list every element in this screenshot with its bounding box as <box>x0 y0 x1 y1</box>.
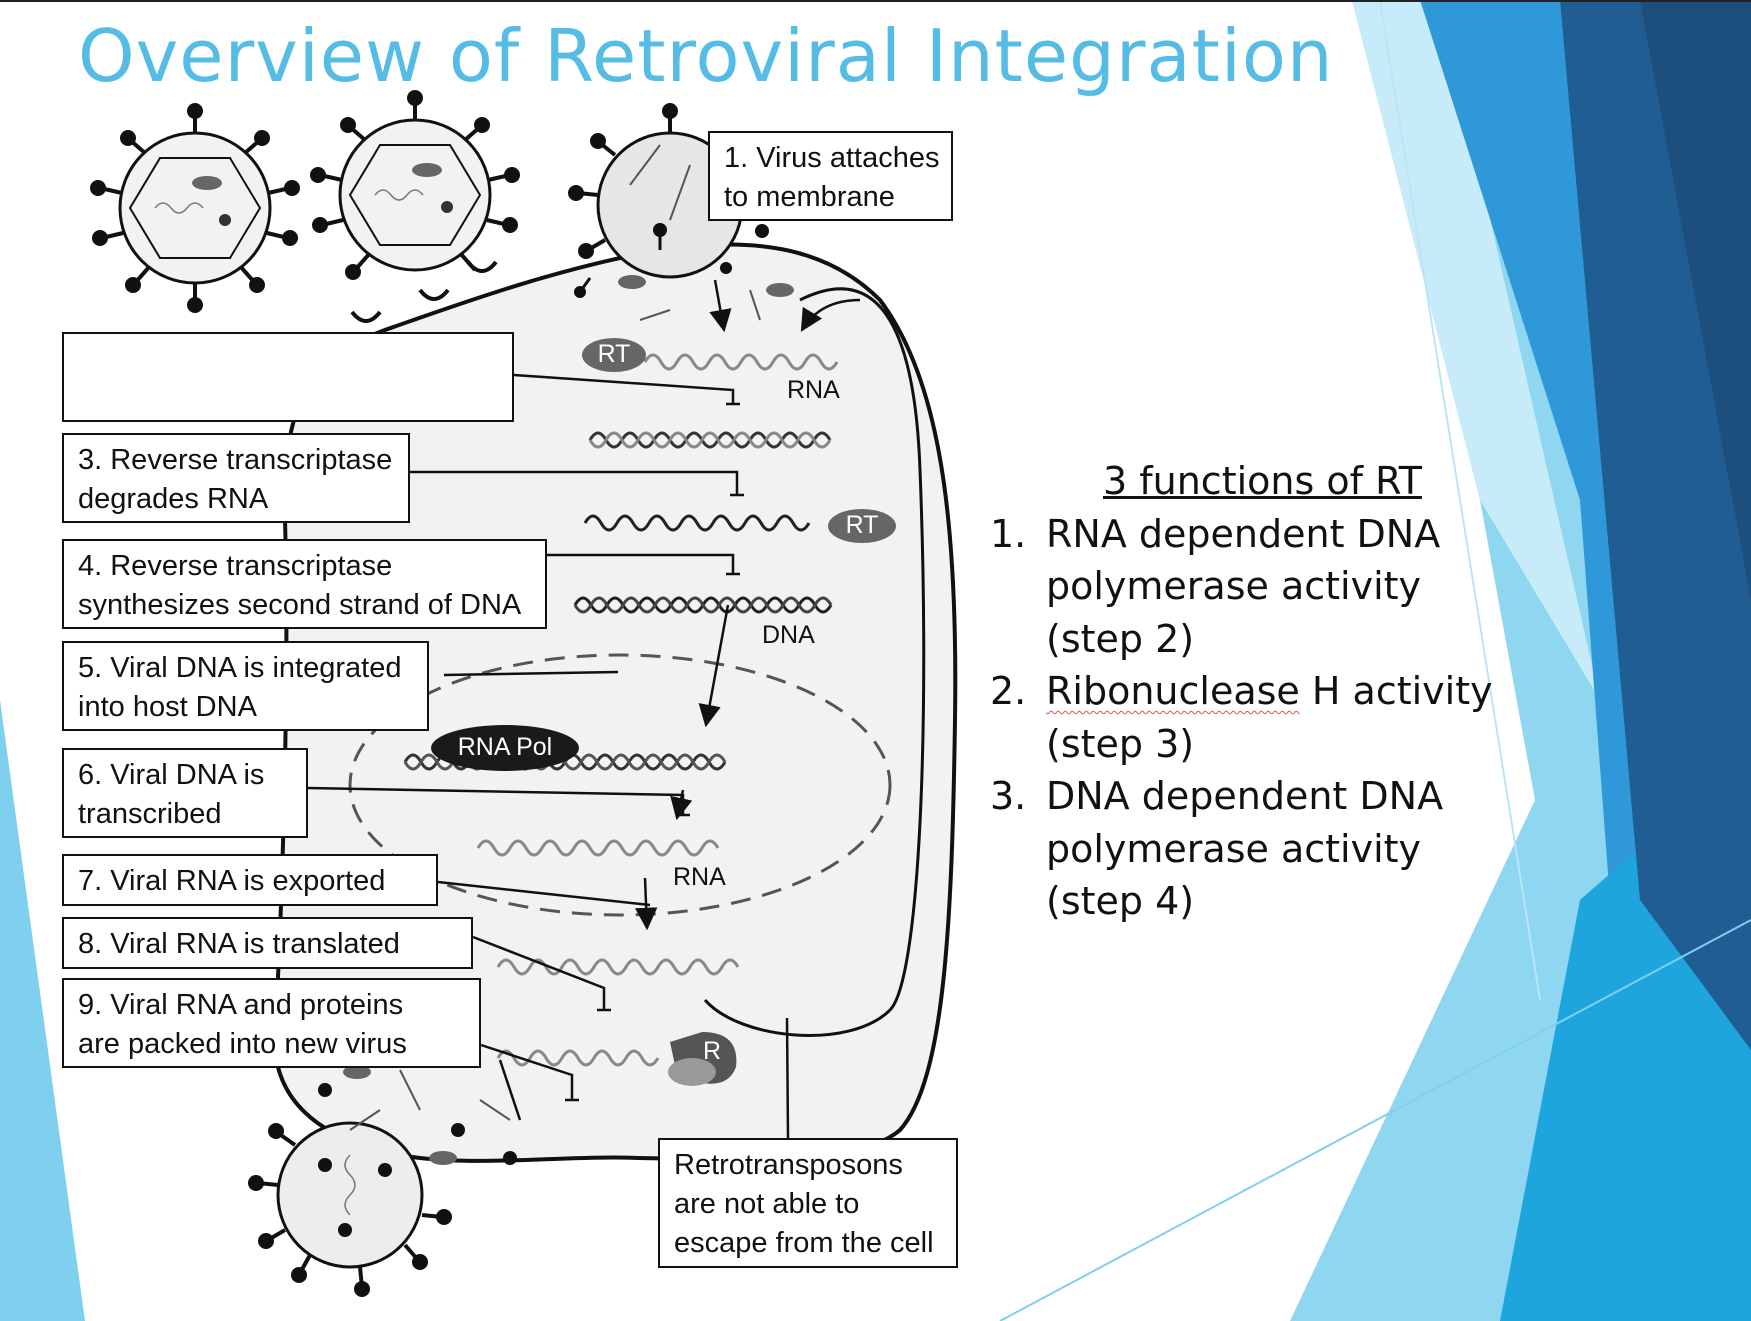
thin-line-2 <box>1379 0 1541 1001</box>
step-5-line-2: into host DNA <box>78 691 257 723</box>
rt-function-line: (step 3) <box>1046 721 1195 766</box>
step-7-line-1: 7. Viral RNA is exported <box>78 865 386 897</box>
step-2-box-blank <box>62 332 514 422</box>
rt-function-line-ribonuclease: Ribonuclease H activity <box>1046 665 1493 718</box>
rt-function-number: 1. <box>990 511 1027 556</box>
rt-protein-top <box>582 338 646 372</box>
step-3-line-1: 3. Reverse transcriptase <box>78 444 393 476</box>
rt-function-item: 1. RNA dependent DNA polymerase activity… <box>990 508 1530 666</box>
retro-note-line-1: Retrotransposons <box>674 1149 903 1181</box>
thin-line <box>999 919 1751 1321</box>
rt-function-text: RNA dependent DNA polymerase activity (s… <box>1046 508 1440 666</box>
budding-virus <box>248 1121 452 1297</box>
rt-function-number: 3. <box>990 774 1027 818</box>
receptors <box>350 260 498 323</box>
rt-function-number: 2. <box>990 669 1027 713</box>
rt-functions-panel: 3 functions of RT 1. RNA dependent DNA p… <box>990 455 1530 928</box>
top-border <box>0 0 1751 2</box>
rt-protein-mid <box>828 509 896 543</box>
cell-proteins <box>574 262 794 321</box>
step-5-line-1: 5. Viral DNA is integrated <box>78 652 402 684</box>
rt-function-text: Ribonuclease H activity (step 3) <box>1046 665 1493 770</box>
retrotransposon-note-box: Retrotransposons are not able to escape … <box>658 1138 958 1268</box>
step-6-line-1: 6. Viral DNA is <box>78 759 265 791</box>
packing-proteins <box>318 1065 517 1165</box>
step-4-box: 4. Reverse transcriptase synthesizes sec… <box>62 539 547 629</box>
nucleus <box>348 653 892 917</box>
retro-note-line-3: escape from the cell <box>674 1227 934 1259</box>
retro-note-line-2: are not able to <box>674 1188 860 1220</box>
ribosome-label: R <box>702 1037 722 1065</box>
step-9-box: 9. Viral RNA and proteins are packed int… <box>62 978 481 1068</box>
step-1-line-2: to membrane <box>724 181 895 213</box>
virus-1 <box>90 103 300 313</box>
ssdna-strand <box>583 514 811 532</box>
rt-functions-heading: 3 functions of RT <box>1103 459 1422 503</box>
step-4-line-2: synthesizes second strand of DNA <box>78 589 522 621</box>
step-6-box: 6. Viral DNA is transcribed <box>62 748 308 838</box>
dna-label: DNA <box>762 621 815 649</box>
mrna-strand <box>476 839 720 857</box>
arrows <box>634 279 861 931</box>
cytoplasm-rna-strand <box>496 958 740 976</box>
rt-function-line: DNA dependent DNA <box>1046 774 1444 818</box>
rna-pol-label: RNA Pol <box>457 733 553 761</box>
rt-function-line: (step 2) <box>1046 616 1195 661</box>
inner-membrane-line <box>703 287 926 1037</box>
step-8-box: 8. Viral RNA is translated <box>62 917 473 969</box>
spellcheck-underlined-word: Ribonuclease <box>1046 669 1300 713</box>
step-1-box: 1. Virus attaches to membrane <box>708 131 953 221</box>
step-9-line-1: 9. Viral RNA and proteins <box>78 989 404 1021</box>
virus-3-attaching <box>568 103 769 279</box>
rt-function-line: polymerase activity <box>1046 564 1422 608</box>
rt-function-line: (step 4) <box>1046 879 1195 923</box>
rt-function-item: 2. Ribonuclease H activity (step 3) <box>990 665 1530 770</box>
step-9-line-2: are packed into new virus <box>78 1028 407 1060</box>
rna-label-top: RNA <box>787 376 840 404</box>
rt-function-line: polymerase activity <box>1046 826 1422 871</box>
right-navy-band <box>1640 0 1751 600</box>
virus-2 <box>310 90 520 280</box>
rt-function-line-rest: H activity <box>1299 669 1493 713</box>
hybrid-strand <box>588 431 832 449</box>
rt-function-text: DNA dependent DNA polymerase activity (s… <box>1046 770 1443 928</box>
rna-label-bottom: RNA <box>673 863 726 891</box>
step-8-line-1: 8. Viral RNA is translated <box>78 928 400 960</box>
ribosome-small-subunit <box>668 1058 716 1086</box>
step-6-line-2: transcribed <box>78 798 222 830</box>
rt-function-item: 3. DNA dependent DNA polymerase activity… <box>990 770 1530 928</box>
rt-function-line: RNA dependent DNA <box>1046 511 1441 556</box>
ribosome-rna-strand <box>496 1049 660 1067</box>
dsdna-strand <box>573 596 833 614</box>
step-4-line-1: 4. Reverse transcriptase <box>78 550 393 582</box>
step-3-box: 3. Reverse transcriptase degrades RNA <box>62 433 410 523</box>
rt-label-top: RT <box>597 340 631 368</box>
step-7-box: 7. Viral RNA is exported <box>62 854 438 906</box>
rt-label-mid: RT <box>845 511 879 539</box>
step-1-line-1: 1. Virus attaches <box>724 142 940 174</box>
page-title: Overview of Retroviral Integration <box>78 14 1334 98</box>
right-pale-band <box>1352 0 1600 700</box>
step-3-line-2: degrades RNA <box>78 483 269 515</box>
rna-pol-protein <box>431 725 579 771</box>
rna-strand-top <box>643 353 839 371</box>
step-5-box: 5. Viral DNA is integrated into host DNA <box>62 641 429 731</box>
left-blue-band <box>0 700 85 1321</box>
